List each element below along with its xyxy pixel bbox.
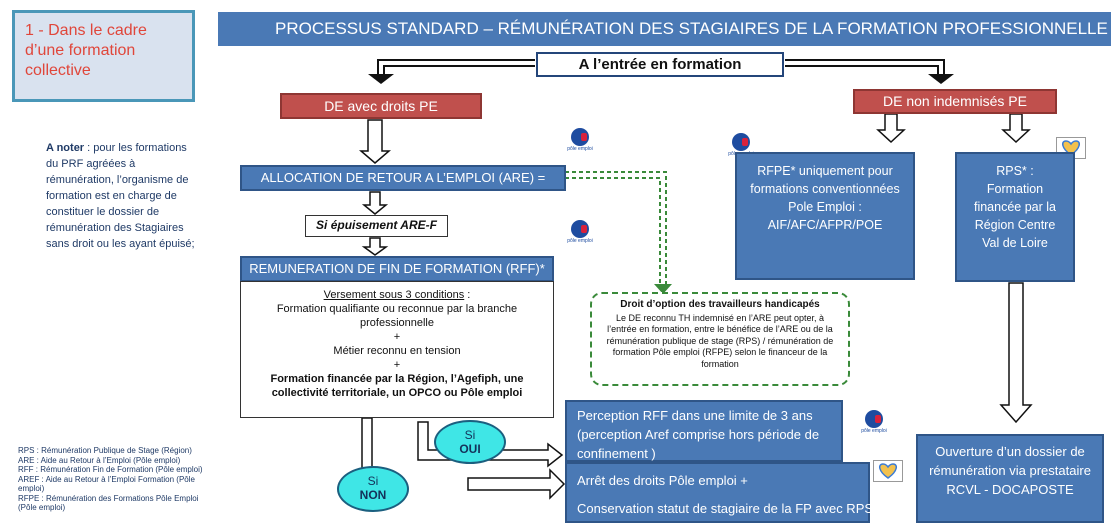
ouverture-box: Ouverture d’un dossier de rémunération v…	[916, 434, 1104, 523]
arret-box: Arrêt des droits Pôle emploi + Conservat…	[565, 462, 874, 523]
pole-emploi-icon	[571, 220, 589, 238]
arret-line-1: Arrêt des droits Pôle emploi +	[577, 473, 748, 488]
conditions-plus: +	[393, 359, 401, 371]
de-non-indemnises-box: DE non indemnisés PE	[853, 89, 1057, 114]
legend-item: AREF : Aide au Retour à l’Emploi Formati…	[18, 474, 195, 494]
conditions-box: Versement sous 3 conditions : Formation …	[240, 281, 554, 418]
arrow-denon-to-rfpe	[876, 113, 906, 144]
ouverture-label: Ouverture d’un dossier de rémunération v…	[929, 444, 1091, 497]
epuisement-box: Si épuisement ARE-F	[305, 215, 448, 237]
rfpe-box: RFPE* uniquement pour formations convent…	[735, 152, 915, 280]
pole-emploi-icon	[571, 128, 589, 146]
arrow-to-oui	[361, 417, 373, 471]
perception-label: Perception RFF dans une limite de 3 ans …	[577, 408, 820, 461]
title-bar: PROCESSUS STANDARD – RÉMUNÉRATION DES ST…	[218, 12, 1111, 46]
pole-emploi-logo-text: pôle emploi	[567, 146, 593, 152]
condition-2: Métier reconnu en tension	[333, 345, 461, 357]
note-text: : pour les formations du PRF agréées à r…	[46, 142, 195, 250]
callout-text: 1 - Dans le cadre d’une formation collec…	[25, 22, 147, 79]
perception-box: Perception RFF dans une limite de 3 ans …	[565, 400, 843, 462]
legend-item: RFF : Rémunération Fin de Formation (Pôl…	[18, 465, 203, 474]
handicap-text: Le DE reconnu TH indemnisé en l’ARE peut…	[606, 312, 834, 369]
rps-box-label: RPS* : Formation financée par la Région …	[973, 164, 1056, 250]
handicap-title: Droit d’option des travailleurs handicap…	[620, 299, 820, 310]
note-bold: A noter	[46, 142, 85, 154]
arrow-rps-to-ouverture	[999, 282, 1033, 424]
legend: RPS : Rémunération Publique de Stage (Ré…	[18, 446, 218, 513]
legend-item: ARE : Aide au Retour à l’Emploi (Pôle em…	[18, 455, 181, 465]
pole-emploi-logo: pôle emploi	[860, 410, 888, 434]
conditions-heading-suffix: :	[464, 289, 471, 301]
region-heart-icon	[878, 463, 898, 479]
are-box: ALLOCATION DE RETOUR A L’EMPLOI (ARE) = …	[240, 165, 566, 207]
conditions-heading-text: Versement sous 3 conditions	[323, 289, 465, 301]
entry-box-label: A l’entrée en formation	[578, 56, 742, 73]
region-centre-logo	[873, 460, 903, 482]
arrow-dedroits-to-are	[358, 119, 392, 164]
si-non-top: Si	[367, 474, 379, 488]
conditions-heading: Versement sous 3 conditions :	[249, 288, 545, 302]
conditions-plus: +	[393, 331, 401, 343]
de-non-indemnises-label: DE non indemnisés PE	[883, 93, 1027, 109]
handicap-box: Droit d’option des travailleurs handicap…	[590, 292, 850, 386]
condition-1: Formation qualifiante ou reconnue par la…	[276, 303, 518, 329]
condition-3: Formation financée par la Région, l’Agef…	[270, 373, 524, 399]
arrow-non-to-arret	[467, 468, 566, 500]
epuisement-label: Si épuisement ARE-F	[316, 218, 437, 232]
pole-emploi-logo-text: pôle emploi	[567, 238, 593, 244]
legend-item: RFPE : Rémunération des Formations Pôle …	[18, 493, 199, 513]
pole-emploi-icon	[865, 410, 883, 428]
si-oui-bottom: OUI	[459, 442, 481, 456]
are-box-label: ALLOCATION DE RETOUR A L’EMPLOI (ARE) = …	[260, 170, 546, 207]
rps-box: RPS* : Formation financée par la Région …	[955, 152, 1075, 282]
rff-header-label: REMUNERATION DE FIN DE FORMATION (RFF)*	[249, 261, 545, 276]
arrow-denon-to-rps	[1001, 113, 1031, 144]
page-title: PROCESSUS STANDARD – RÉMUNÉRATION DES ST…	[275, 19, 1108, 38]
si-oui-top: Si	[464, 428, 476, 442]
pole-emploi-logo: pôle emploi	[566, 220, 594, 244]
callout-box: 1 - Dans le cadre d’une formation collec…	[12, 10, 195, 102]
arrow-are-to-epuisement	[361, 191, 389, 215]
arrow-to-de-non	[785, 59, 945, 74]
note-block: A noter : pour les formations du PRF agr…	[46, 140, 196, 252]
pole-emploi-icon	[732, 133, 750, 151]
pole-emploi-logo: pôle emploi	[566, 128, 594, 152]
rfpe-box-label: RFPE* uniquement pour formations convent…	[750, 164, 900, 232]
si-oui-bubble: Si OUI	[434, 420, 506, 464]
rff-header: REMUNERATION DE FIN DE FORMATION (RFF)*	[240, 256, 554, 282]
region-heart-icon	[1061, 140, 1081, 156]
entry-box: A l’entrée en formation	[536, 52, 784, 77]
arrow-to-de-droits	[377, 59, 535, 74]
de-avec-droits-box: DE avec droits PE	[280, 93, 482, 119]
de-avec-droits-label: DE avec droits PE	[324, 98, 438, 114]
si-non-bottom: NON	[359, 488, 387, 502]
si-non-bubble: Si NON	[337, 466, 409, 512]
pole-emploi-logo-text: pôle emploi	[861, 428, 887, 434]
legend-item: RPS : Rémunération Publique de Stage (Ré…	[18, 446, 192, 455]
arret-line-2: Conservation statut de stagiaire de la F…	[577, 501, 874, 516]
dashed-connector	[565, 171, 667, 284]
arrow-epuisement-to-rff	[361, 237, 389, 256]
